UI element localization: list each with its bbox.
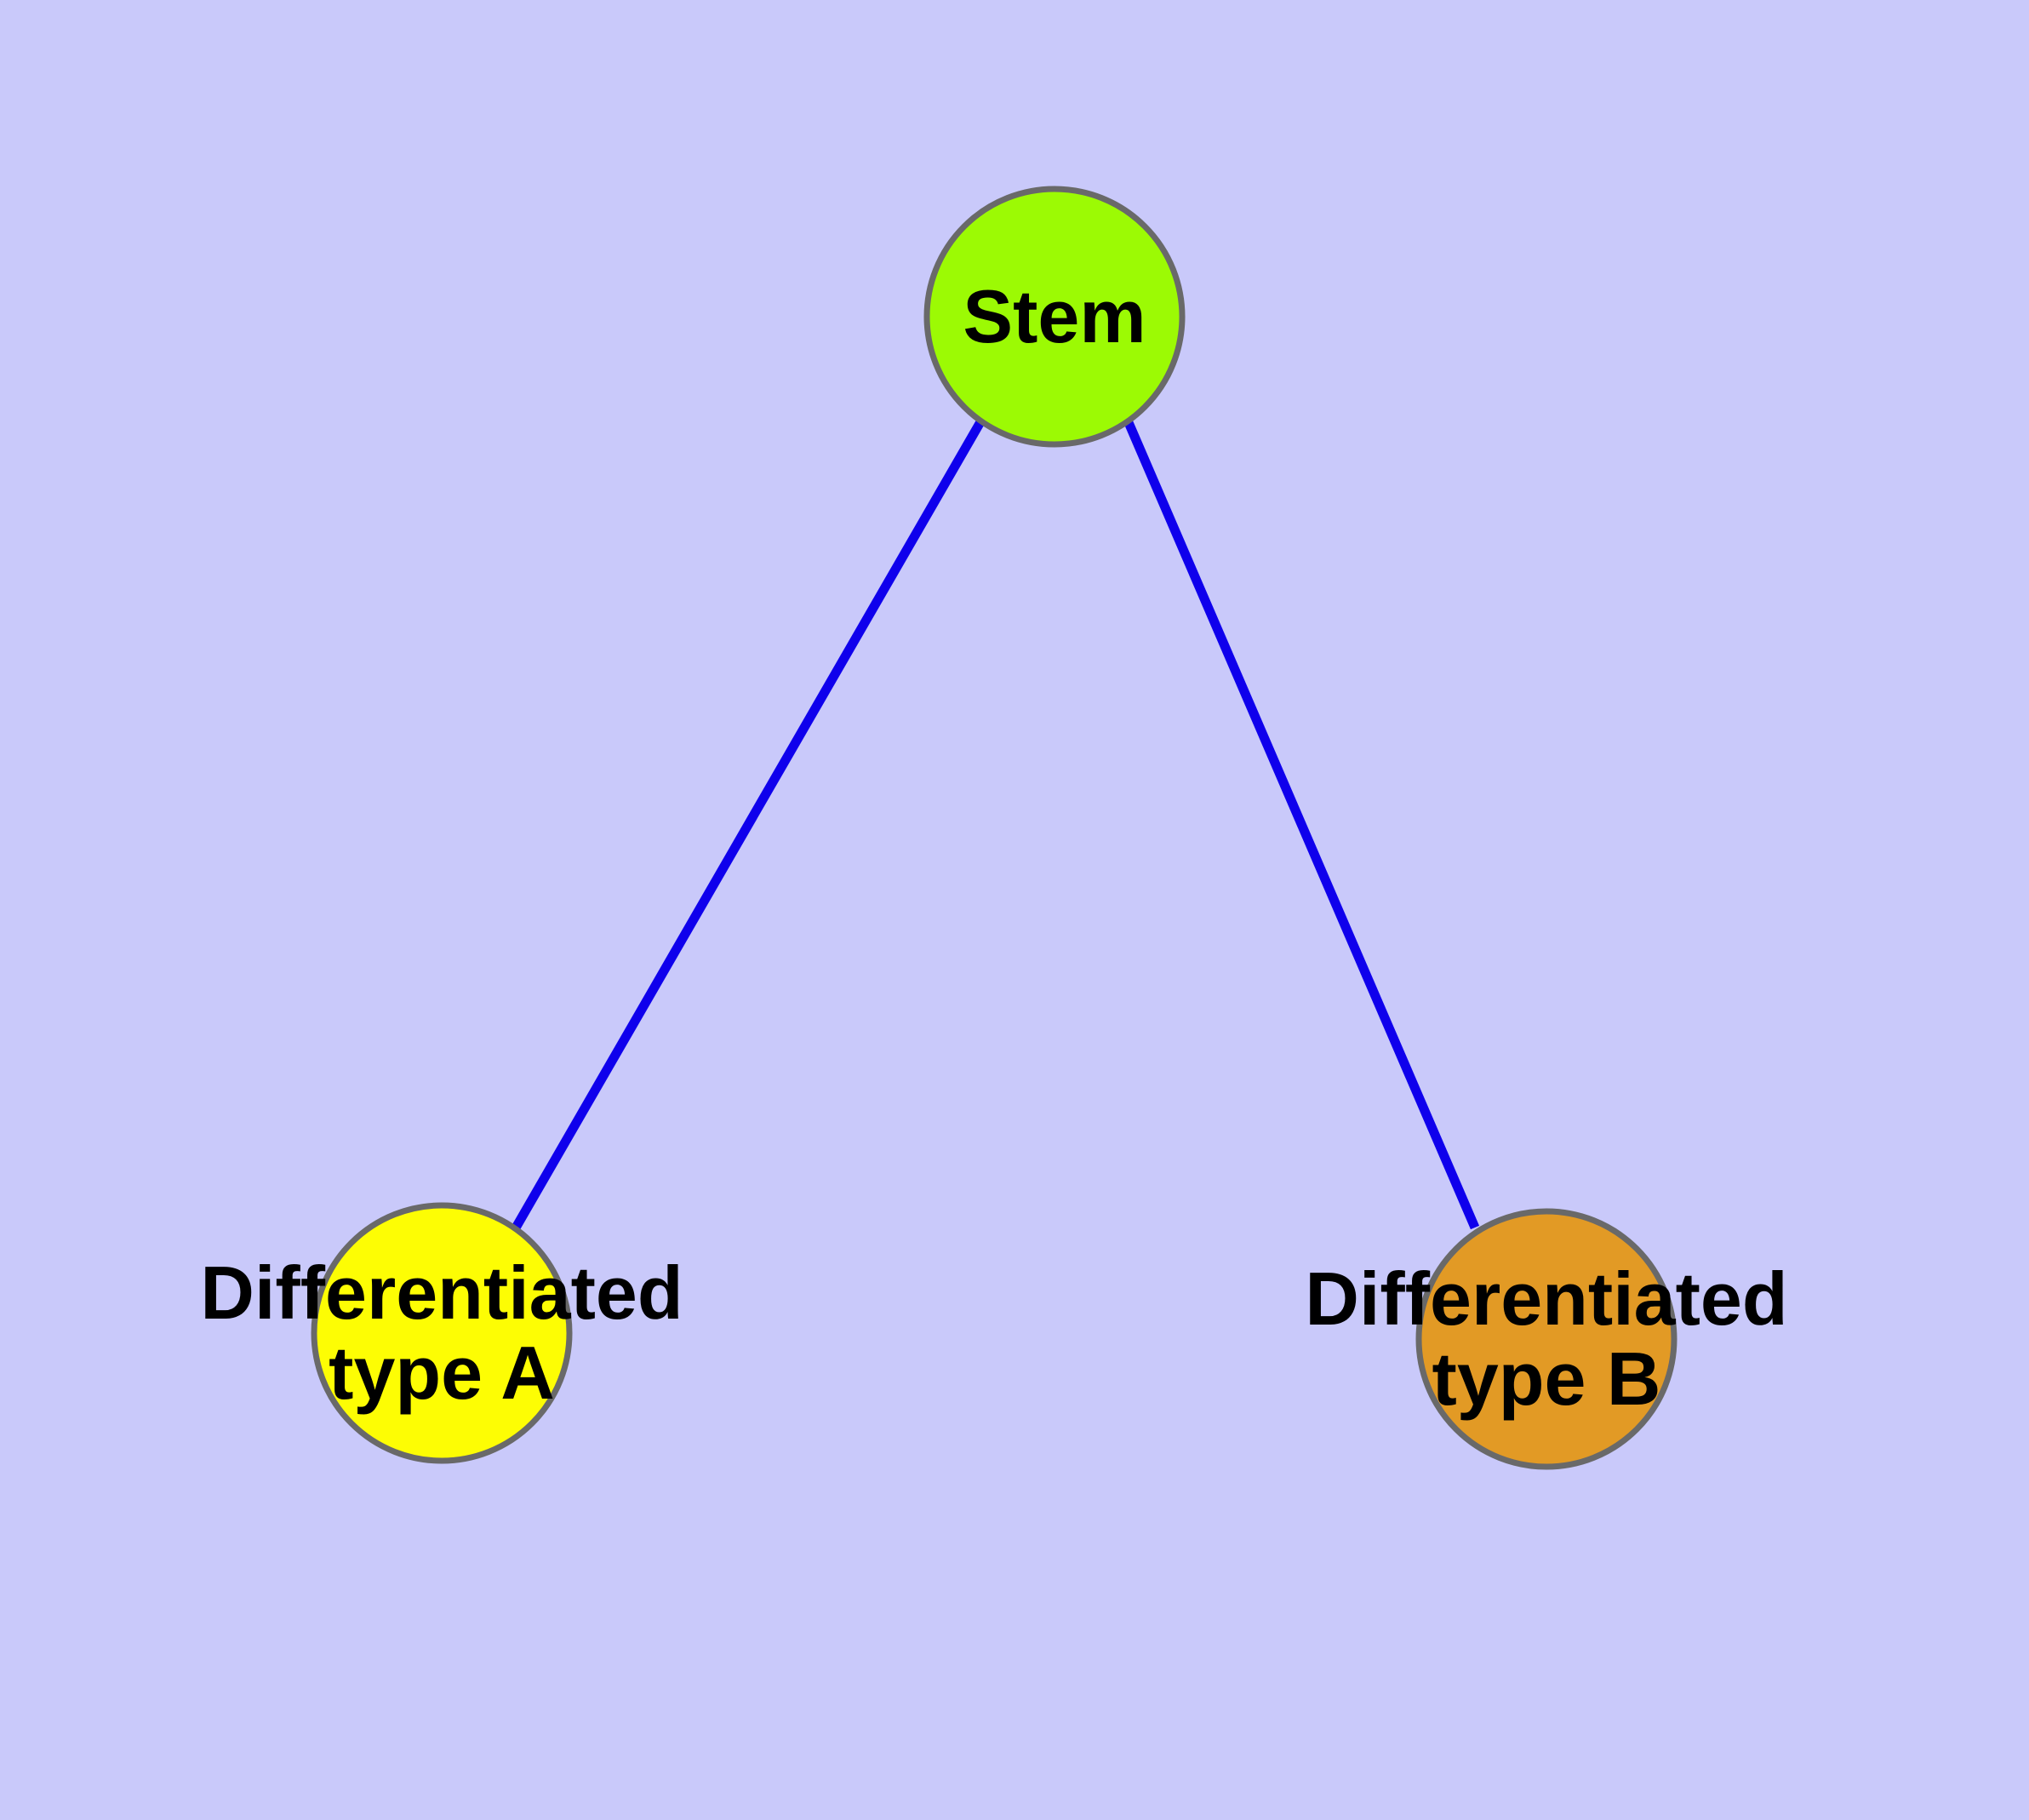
node-label-line: Differentiated (1305, 1256, 1787, 1341)
node-label-stem: Stem (963, 274, 1146, 358)
node-stem[interactable]: Stem (923, 186, 1186, 448)
edges-group (511, 418, 1480, 1232)
edge-stem-to-type-b[interactable] (1123, 418, 1480, 1230)
node-circle-stem[interactable] (923, 186, 1186, 448)
node-label-line: Differentiated (200, 1251, 683, 1335)
node-circle-differentiated-type-b[interactable] (1415, 1208, 1677, 1470)
node-circle-differentiated-type-a[interactable] (311, 1202, 573, 1464)
node-label-line: type A (329, 1331, 555, 1415)
node-label-line: type B (1432, 1336, 1661, 1421)
node-label-line: Stem (963, 274, 1146, 358)
edge-stem-to-type-a[interactable] (511, 418, 986, 1232)
